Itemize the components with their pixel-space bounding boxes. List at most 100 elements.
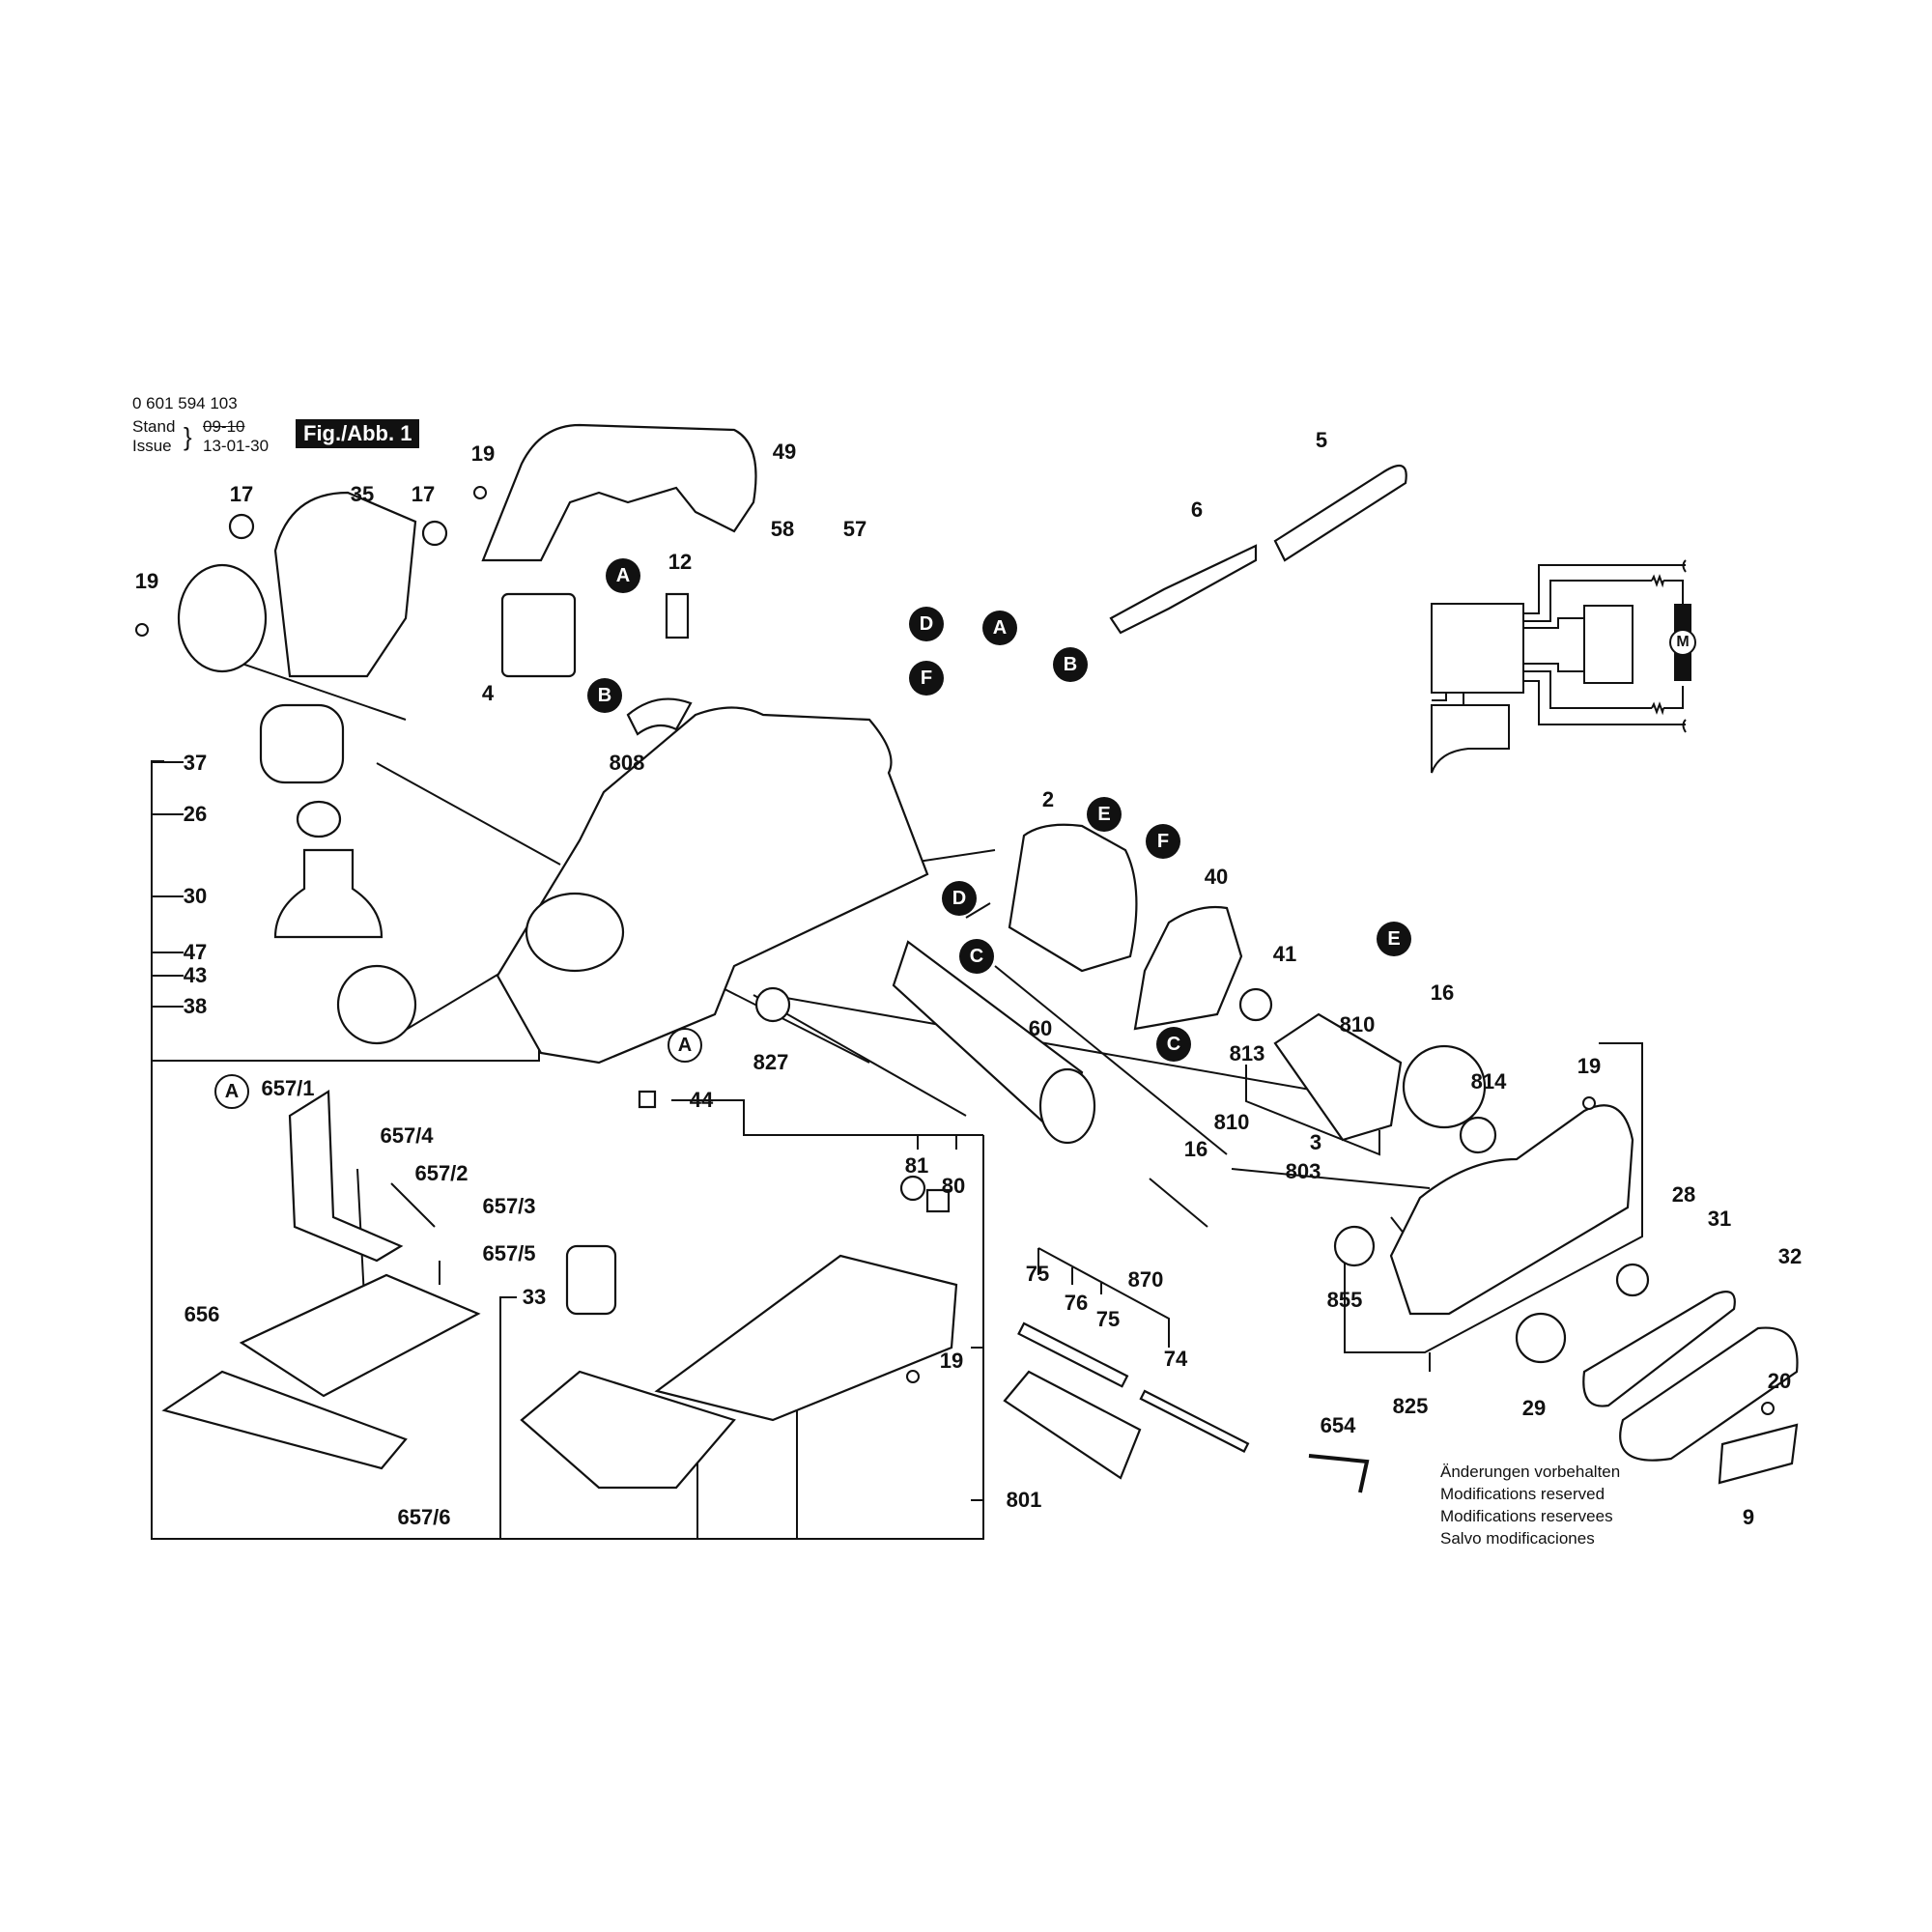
bracket-bottom-frame — [151, 1061, 984, 1540]
label-3: 3 — [1309, 1130, 1322, 1154]
label-6: 6 — [1190, 497, 1204, 522]
part-60-tube-end — [1038, 1067, 1096, 1145]
label-16: 16 — [1183, 1137, 1208, 1161]
part-35-cover — [273, 491, 417, 678]
part-656-rail — [161, 1370, 408, 1470]
label-31: 31 — [1707, 1207, 1732, 1231]
part-60-tube — [892, 940, 1084, 1143]
stand-label: Stand — [132, 417, 176, 436]
part-9-label — [1718, 1423, 1799, 1485]
label-657-6: 657/6 — [397, 1505, 451, 1529]
modifications-notice: Änderungen vorbehalten Modifications res… — [1440, 1461, 1620, 1549]
part-5-power-cord — [1273, 464, 1407, 562]
part-base-plate — [654, 1254, 958, 1422]
label-80: 80 — [941, 1174, 966, 1198]
label-9: 9 — [1742, 1505, 1755, 1529]
part-76-blade-holder — [1017, 1321, 1129, 1388]
label-825: 825 — [1392, 1394, 1429, 1418]
part-35-outlet — [177, 563, 268, 673]
issue-value: 13-01-30 — [203, 437, 270, 455]
figure-label: Fig./Abb. 1 — [296, 419, 420, 448]
part-813-bearing — [1238, 987, 1273, 1022]
part-32-belt-cover — [1619, 1326, 1799, 1462]
part-29-pulley — [1515, 1312, 1567, 1364]
part-rear-shoe — [520, 1370, 736, 1490]
motor-symbol-circle — [1669, 629, 1696, 656]
label-40: 40 — [1204, 865, 1229, 889]
part-drum — [1003, 1370, 1142, 1480]
label-803: 803 — [1285, 1159, 1321, 1183]
label-58: 58 — [770, 517, 795, 541]
label-808: 808 — [609, 751, 645, 775]
connector-c: C — [959, 939, 994, 974]
connector-b: B — [1053, 647, 1088, 682]
part-3-armature — [1273, 1012, 1403, 1142]
label-813: 813 — [1229, 1041, 1265, 1065]
label-656: 656 — [184, 1302, 220, 1326]
label-29: 29 — [1521, 1396, 1547, 1420]
label-810: 810 — [1339, 1012, 1376, 1037]
label-28: 28 — [1671, 1182, 1696, 1207]
label-76: 76 — [1064, 1291, 1089, 1315]
label-12: 12 — [668, 550, 693, 574]
notice-de: Änderungen vorbehalten — [1440, 1463, 1621, 1481]
label-19: 19 — [1577, 1054, 1602, 1078]
connector-a-open: A — [668, 1028, 702, 1063]
part-40-baffle — [1133, 905, 1243, 1031]
screw-19-icon — [135, 623, 149, 637]
part-38-scale-ring — [336, 964, 417, 1045]
housing-chip-outlet — [525, 892, 625, 973]
screw-19-icon — [473, 486, 487, 499]
label-654: 654 — [1320, 1413, 1356, 1437]
label-75: 75 — [1095, 1307, 1121, 1331]
notice-en: Modifications reserved — [1440, 1485, 1605, 1503]
label-855: 855 — [1326, 1288, 1363, 1312]
part-855-bearing — [1333, 1225, 1376, 1267]
label-827: 827 — [753, 1050, 789, 1074]
label-32: 32 — [1777, 1244, 1803, 1268]
part-6-cord-guard — [1109, 544, 1258, 635]
label-43: 43 — [183, 963, 208, 987]
label-44: 44 — [689, 1088, 714, 1112]
label-4: 4 — [481, 681, 495, 705]
part-26-washer — [296, 800, 342, 838]
label-810: 810 — [1213, 1110, 1250, 1134]
label-20: 20 — [1767, 1369, 1792, 1393]
part-28-pulley — [1615, 1263, 1650, 1297]
part-main-housing — [496, 706, 929, 1065]
label-30: 30 — [183, 884, 208, 908]
label-657-1: 657/1 — [261, 1076, 315, 1100]
label-2: 2 — [1041, 787, 1055, 811]
part-80-stop — [925, 1188, 951, 1213]
part-31-belt — [1582, 1291, 1736, 1407]
part-656-plate — [239, 1273, 481, 1398]
part-17-nut — [421, 520, 448, 547]
stand-value: 09-10 — [203, 417, 245, 436]
connector-e: E — [1087, 797, 1122, 832]
connector-a: A — [982, 611, 1017, 645]
connector-d: D — [909, 607, 944, 641]
part-814-bearing — [1459, 1116, 1497, 1154]
label-16: 16 — [1430, 980, 1455, 1005]
part-2-field-coil — [1008, 823, 1138, 973]
label-19: 19 — [939, 1349, 964, 1373]
label-37: 37 — [183, 751, 208, 775]
connector-d: D — [942, 881, 977, 916]
connector-c: C — [1156, 1027, 1191, 1062]
label-38: 38 — [183, 994, 208, 1018]
notice-fr: Modifications reservees — [1440, 1507, 1613, 1525]
connector-a: A — [606, 558, 640, 593]
connector-b: B — [587, 678, 622, 713]
motor-symbol-label: M — [1676, 634, 1690, 650]
label-81: 81 — [904, 1153, 929, 1178]
part-827-bearing — [754, 986, 791, 1023]
screw-19-icon — [1582, 1096, 1596, 1110]
notice-es: Salvo modificaciones — [1440, 1529, 1595, 1548]
label-17: 17 — [229, 482, 254, 506]
label-57: 57 — [842, 517, 867, 541]
label-657-2: 657/2 — [414, 1161, 469, 1185]
part-33-spring — [565, 1244, 617, 1316]
screw-19-icon — [906, 1370, 920, 1383]
